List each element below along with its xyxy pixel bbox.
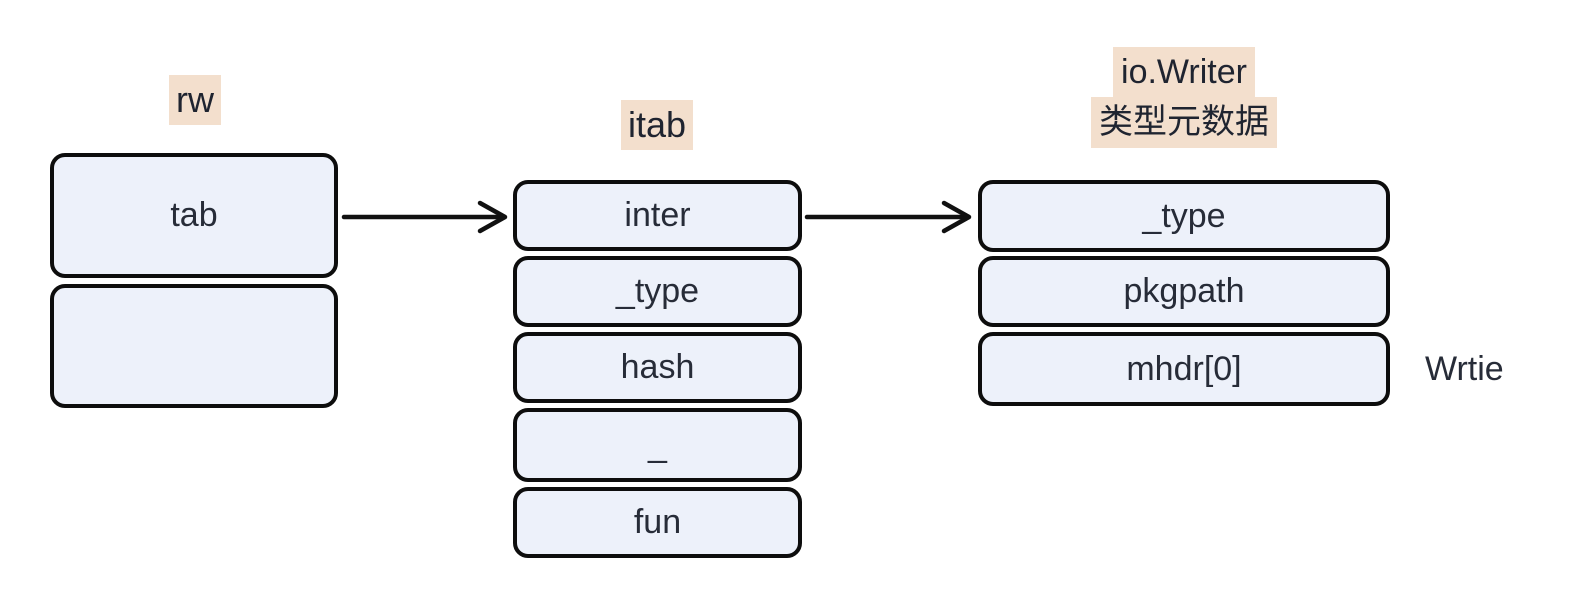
box-rw-tab: tab (50, 153, 338, 278)
box-itab-fun-label: fun (633, 503, 682, 541)
annotation-write-method: Wrtie (1425, 350, 1504, 388)
arrow-tab-to-inter-icon (341, 200, 508, 234)
label-rw: rw (169, 75, 221, 125)
box-itab-hash: hash (513, 332, 802, 403)
box-itab-type: _type (513, 256, 802, 327)
box-itab-inter-label: inter (624, 196, 691, 234)
box-itab-underscore: _ (513, 408, 802, 482)
box-rw-data (50, 284, 338, 408)
box-iowriter-type: _type (978, 180, 1390, 252)
box-iowriter-pkgpath: pkgpath (978, 256, 1390, 327)
label-iowriter-stack: io.Writer 类型元数据 (978, 47, 1390, 148)
box-itab-type-label: _type (615, 272, 700, 310)
box-itab-fun: fun (513, 487, 802, 558)
box-iowriter-pkgpath-label: pkgpath (1123, 272, 1245, 310)
box-itab-underscore-label: _ (648, 425, 667, 464)
box-itab-inter: inter (513, 180, 802, 251)
box-iowriter-mhdr0: mhdr[0] (978, 332, 1390, 406)
box-iowriter-mhdr0-label: mhdr[0] (1126, 349, 1242, 388)
box-itab-hash-label: hash (620, 348, 695, 386)
box-rw-tab-label: tab (170, 196, 218, 234)
arrow-inter-to-type-icon (804, 200, 972, 234)
label-itab: itab (621, 100, 694, 150)
box-iowriter-type-label: _type (1142, 196, 1226, 235)
label-iowriter-line2: 类型元数据 (1091, 97, 1277, 148)
label-iowriter-line1: io.Writer (1113, 47, 1255, 98)
